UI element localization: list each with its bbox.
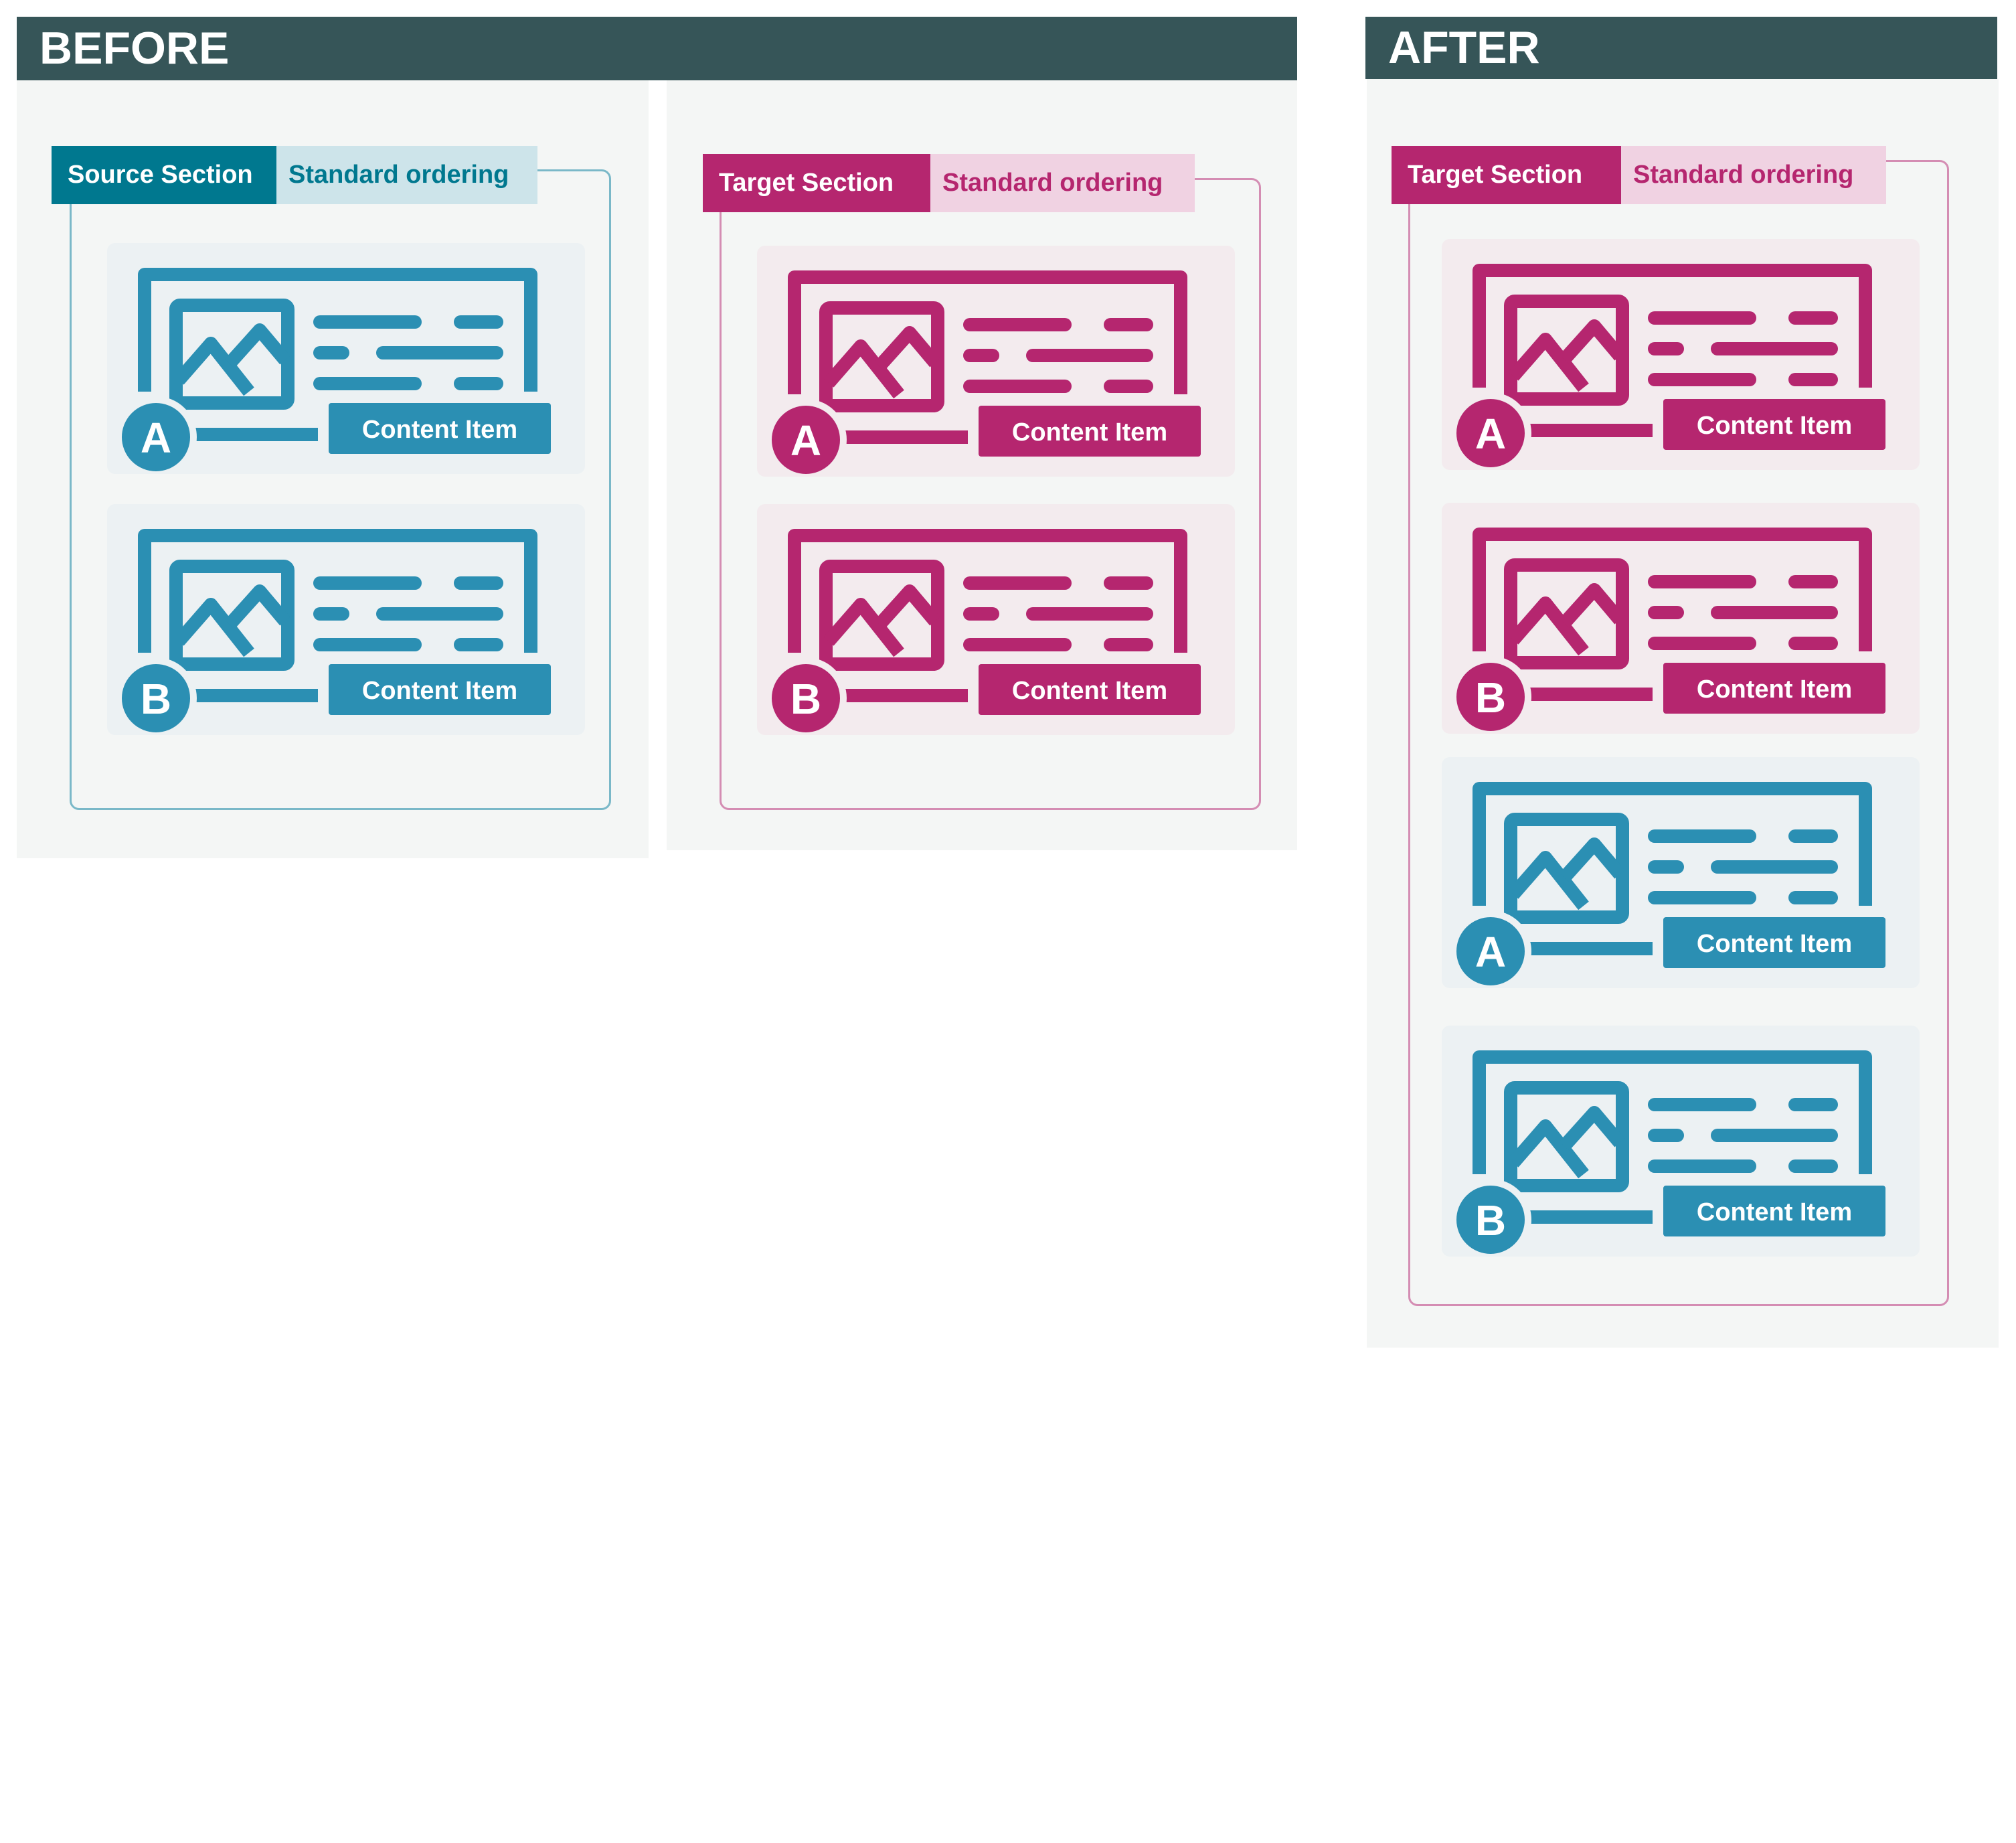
content-item-card: Content Item B xyxy=(1442,1026,1920,1257)
connector-line xyxy=(1529,942,1653,955)
badge-letter: B xyxy=(141,675,171,723)
source-section-label: Source Section xyxy=(52,146,276,204)
target-section-label: Target Section xyxy=(1392,146,1621,204)
content-item-card: Content Item B xyxy=(1442,503,1920,734)
content-item-label: Content Item xyxy=(1697,412,1852,440)
content-item-card: Content Item A xyxy=(1442,757,1920,988)
content-item-label: Content Item xyxy=(1697,930,1852,958)
content-page-icon xyxy=(788,529,1187,671)
badge-letter: B xyxy=(1475,1196,1506,1245)
target-section-tab-after: Target Section Standard ordering xyxy=(1392,146,1886,204)
content-page-icon xyxy=(138,268,537,410)
connector-line xyxy=(1529,1210,1653,1224)
badge-circle xyxy=(1450,392,1531,470)
badge-letter: B xyxy=(1475,673,1506,722)
content-item-button xyxy=(322,396,558,461)
badge-circle xyxy=(1450,1179,1531,1257)
content-page-icon xyxy=(138,529,537,671)
connector-line xyxy=(194,428,318,441)
target-ordering-label: Standard ordering xyxy=(930,154,1195,212)
badge-letter: A xyxy=(790,416,821,465)
content-item-button xyxy=(1657,392,1892,457)
target-section-label: Target Section xyxy=(703,154,930,212)
content-item-button xyxy=(972,657,1207,722)
source-section-tab: Source Section Standard ordering xyxy=(52,146,537,204)
content-item-card: Content Item B xyxy=(107,504,585,735)
target-section-tab-before: Target Section Standard ordering xyxy=(703,154,1195,212)
content-item-label: Content Item xyxy=(362,416,517,444)
badge-circle xyxy=(115,396,197,474)
connector-line xyxy=(1529,424,1653,437)
connector-line xyxy=(194,689,318,702)
badge-letter: A xyxy=(1475,410,1506,458)
content-item-label: Content Item xyxy=(1012,677,1167,705)
badge-circle xyxy=(1450,656,1531,734)
content-item-button xyxy=(322,657,558,722)
badge-circle xyxy=(765,399,847,477)
connector-line xyxy=(844,689,968,702)
content-item-card: Content Item A xyxy=(1442,239,1920,470)
connector-line xyxy=(844,430,968,444)
content-page-icon xyxy=(788,270,1187,412)
badge-letter: A xyxy=(1475,928,1506,976)
badge-circle xyxy=(1450,910,1531,988)
content-item-button xyxy=(972,399,1207,463)
content-item-card: Content Item A xyxy=(757,246,1235,477)
content-item-button xyxy=(1657,910,1892,975)
content-item-label: Content Item xyxy=(362,677,517,705)
badge-circle xyxy=(765,657,847,735)
content-item-card: Content Item B xyxy=(757,504,1235,735)
badge-letter: B xyxy=(790,675,821,723)
badge-circle xyxy=(115,657,197,735)
content-page-icon xyxy=(1473,782,1872,924)
content-page-icon xyxy=(1473,528,1872,669)
content-item-label: Content Item xyxy=(1697,1198,1852,1226)
after-header: AFTER xyxy=(1365,17,1997,79)
content-item-button xyxy=(1657,1179,1892,1243)
content-page-icon xyxy=(1473,1050,1872,1192)
badge-letter: A xyxy=(141,414,171,462)
source-ordering-label: Standard ordering xyxy=(276,146,537,204)
content-item-label: Content Item xyxy=(1697,675,1852,704)
content-item-card: Content Item A xyxy=(107,243,585,474)
target-ordering-label: Standard ordering xyxy=(1621,146,1886,204)
content-item-button xyxy=(1657,656,1892,720)
content-page-icon xyxy=(1473,264,1872,406)
before-header: BEFORE xyxy=(17,17,1297,80)
connector-line xyxy=(1529,688,1653,701)
content-item-label: Content Item xyxy=(1012,418,1167,447)
